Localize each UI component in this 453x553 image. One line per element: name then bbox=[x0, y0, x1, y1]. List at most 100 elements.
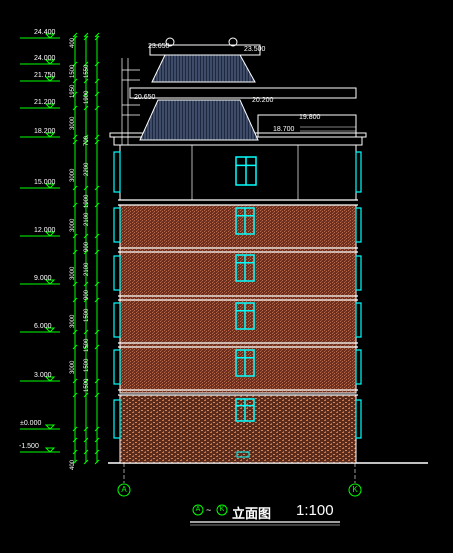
segment-dimension: 1900 bbox=[84, 194, 90, 208]
top-floor-wall bbox=[119, 144, 357, 201]
elevation-marker-triangle bbox=[44, 231, 56, 237]
side-strip bbox=[113, 302, 121, 338]
title-axis-from: A bbox=[195, 506, 201, 513]
segment-dimension: 900 bbox=[84, 241, 90, 252]
side-strip bbox=[355, 349, 362, 385]
segment-dimension: 1900 bbox=[84, 90, 90, 104]
elevation-label: 12.000 bbox=[34, 227, 56, 234]
dimension-tick bbox=[83, 426, 89, 432]
floor-bands bbox=[118, 199, 358, 396]
dimension-tick bbox=[94, 426, 100, 432]
elevation-marker-triangle bbox=[44, 279, 56, 285]
dimension-tick bbox=[94, 32, 100, 38]
segment-dimension: 1550 bbox=[84, 64, 90, 78]
dimension-tick bbox=[94, 378, 100, 384]
roof-parapet bbox=[129, 87, 357, 99]
ridge-right-elevation: 23.500 bbox=[244, 46, 266, 53]
side-strip bbox=[355, 399, 362, 439]
elevation-marker-triangle bbox=[44, 327, 56, 333]
dimension-chain bbox=[74, 35, 98, 462]
elevation-label: 9.000 bbox=[34, 275, 52, 282]
segment-dimension: 3000 bbox=[70, 168, 76, 182]
dimension-tick bbox=[94, 281, 100, 287]
dimension-tick bbox=[72, 233, 78, 239]
dimension-tick bbox=[94, 139, 100, 145]
segment-dimension: 2200 bbox=[84, 162, 90, 176]
side-balcony-strips bbox=[113, 151, 362, 439]
dimension-tick bbox=[83, 61, 89, 67]
dimension-tick bbox=[94, 437, 100, 443]
roof-ridge-beam bbox=[149, 44, 261, 56]
elevation-label: ±0.000 bbox=[20, 420, 42, 427]
dimension-tick bbox=[72, 449, 78, 455]
dimension-tick bbox=[83, 105, 89, 111]
dimension-tick bbox=[83, 459, 89, 465]
dimension-tick bbox=[83, 134, 89, 140]
ridge-left-elevation: 23.650 bbox=[148, 43, 170, 50]
dimension-tick bbox=[72, 35, 78, 41]
axis-bubble-right bbox=[348, 483, 362, 497]
segment-dimension: 400 bbox=[70, 459, 76, 470]
elevation-marker-triangle bbox=[44, 132, 56, 138]
elevation-label: -1.500 bbox=[19, 443, 39, 450]
dimension-tick bbox=[94, 392, 100, 398]
segment-dimension: 2100 bbox=[84, 262, 90, 276]
segment-dimension: 1500 bbox=[70, 64, 76, 78]
roof-stair bbox=[121, 58, 140, 145]
dimension-tick bbox=[72, 78, 78, 84]
dimension-tick bbox=[94, 249, 100, 255]
dimension-tick bbox=[94, 185, 100, 191]
dimension-tick bbox=[72, 105, 78, 111]
terrace-balusters bbox=[300, 126, 356, 132]
dimension-tick bbox=[72, 185, 78, 191]
side-strip bbox=[355, 255, 362, 291]
side-strip bbox=[355, 151, 362, 193]
base-vent bbox=[236, 451, 250, 458]
dimension-tick bbox=[94, 344, 100, 350]
dimension-tick bbox=[72, 329, 78, 335]
dimension-tick bbox=[83, 449, 89, 455]
side-strip bbox=[355, 302, 362, 338]
eave-right-elevation: 19.800 bbox=[299, 114, 321, 121]
dimension-tick bbox=[72, 61, 78, 67]
drawing-title: 立面图 bbox=[232, 506, 272, 521]
terrace-rail bbox=[257, 114, 357, 138]
axis-label-right: K bbox=[352, 485, 358, 494]
dimension-tick bbox=[94, 61, 100, 67]
axis-bubble-left bbox=[117, 483, 131, 497]
building-body bbox=[109, 132, 367, 464]
dimension-tick bbox=[83, 139, 89, 145]
dimension-tick bbox=[94, 202, 100, 208]
elevation-label: 21.200 bbox=[34, 99, 56, 106]
axis-label-left: A bbox=[121, 485, 127, 494]
title-axis-to: K bbox=[219, 506, 225, 513]
dimension-tick bbox=[83, 392, 89, 398]
side-strip bbox=[113, 207, 121, 243]
title-tilde: ~ bbox=[206, 505, 212, 515]
dimension-tick bbox=[72, 281, 78, 287]
lower-roof bbox=[139, 99, 259, 141]
segment-dimension: 2100 bbox=[84, 212, 90, 226]
eave-mid-elevation: 20.200 bbox=[252, 97, 274, 104]
elevation-marker-triangle bbox=[44, 76, 56, 82]
dimension-tick bbox=[72, 134, 78, 140]
dimension-tick bbox=[72, 344, 78, 350]
dimension-tick bbox=[72, 297, 78, 303]
segment-dimension: 1950 bbox=[70, 84, 76, 98]
upper-roof bbox=[151, 54, 256, 83]
dimension-tick bbox=[83, 202, 89, 208]
elevation-label: 6.000 bbox=[34, 323, 52, 330]
windows bbox=[235, 156, 257, 422]
side-strip bbox=[113, 151, 121, 193]
side-strip bbox=[113, 255, 121, 291]
elevation-marker-triangle bbox=[44, 33, 56, 39]
dimension-tick bbox=[83, 297, 89, 303]
side-strip bbox=[113, 349, 121, 385]
segment-dimension: 3000 bbox=[70, 116, 76, 130]
title-bubble-k bbox=[216, 504, 228, 516]
segment-dimension: 900 bbox=[84, 289, 90, 300]
dimension-tick bbox=[83, 378, 89, 384]
dimension-tick bbox=[83, 35, 89, 41]
eave-left-elevation: 20.650 bbox=[134, 94, 156, 101]
